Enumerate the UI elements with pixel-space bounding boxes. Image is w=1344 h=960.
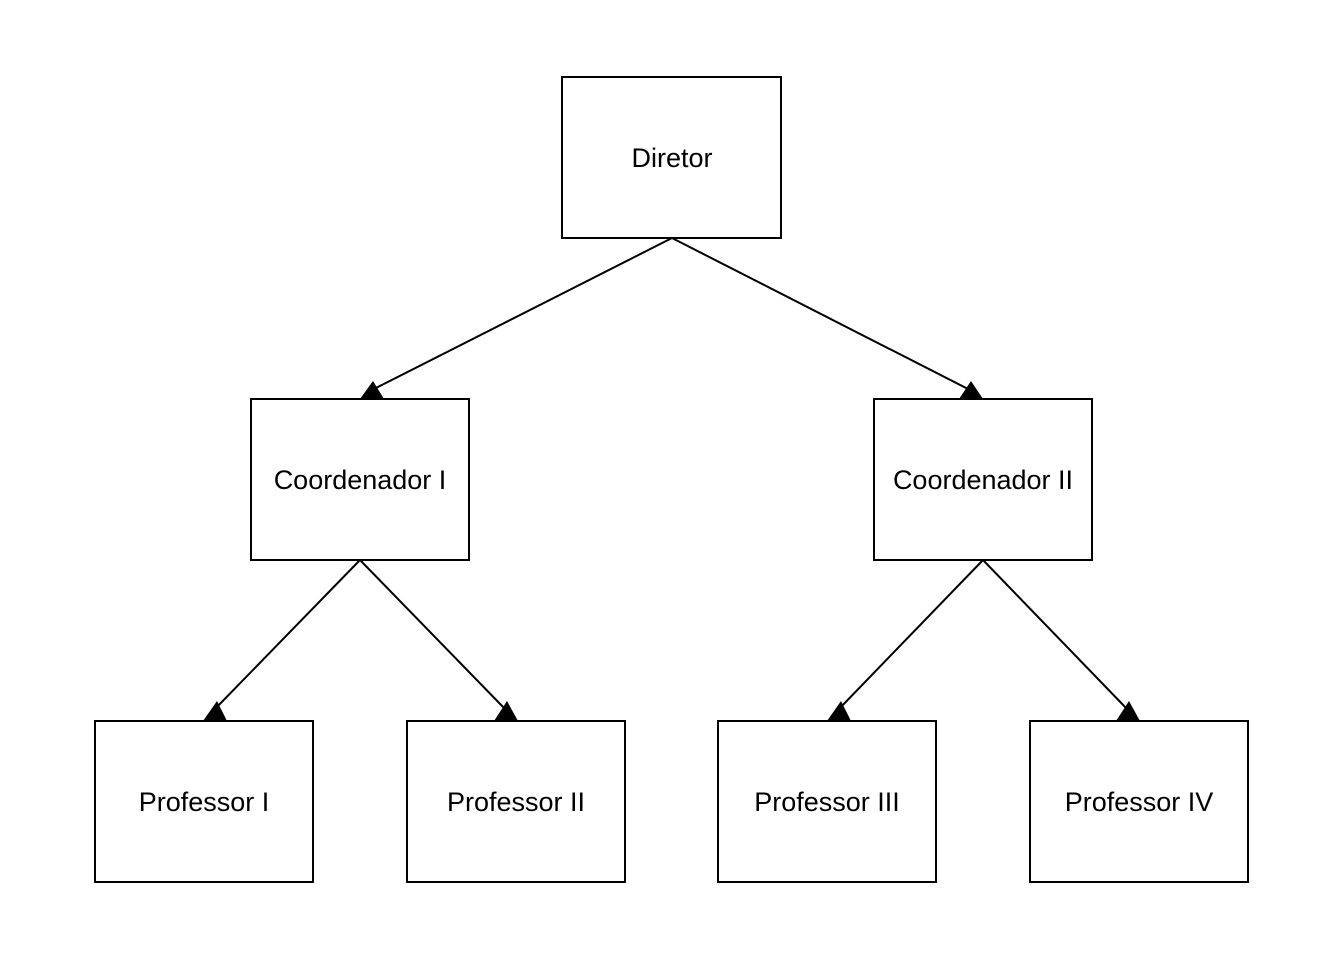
arrowhead-icon [203, 701, 227, 721]
node-box [717, 720, 937, 883]
node-box [406, 720, 626, 883]
node-box [873, 398, 1093, 561]
arrowhead-icon [494, 701, 518, 721]
node-label-professor-4: Professor IV [1065, 787, 1214, 817]
edge-coordenador-1-professor-2 [359, 559, 518, 721]
node-box [94, 720, 314, 883]
arrowhead-icon [360, 381, 384, 399]
arrowhead-icon [959, 381, 983, 399]
edge-diretor-coordenador-1 [360, 237, 673, 399]
node-professor-1: Professor I [94, 720, 314, 883]
edge-coordenador-1-professor-1 [203, 559, 361, 721]
node-diretor: Diretor [561, 76, 782, 239]
node-label-coordenador-2: Coordenador II [893, 465, 1073, 495]
node-label-professor-3: Professor III [754, 787, 900, 817]
edge-coordenador-2-professor-3 [827, 559, 984, 721]
node-label-professor-1: Professor I [139, 787, 270, 817]
edge-diretor-coordenador-2 [671, 237, 983, 399]
node-box [1029, 720, 1249, 883]
edge-coordenador-2-professor-4 [982, 559, 1140, 721]
node-box [561, 76, 782, 239]
edges [203, 237, 1140, 721]
node-professor-3: Professor III [717, 720, 937, 883]
node-professor-4: Professor IV [1029, 720, 1249, 883]
node-box [250, 398, 470, 561]
arrowhead-icon [1116, 701, 1140, 721]
node-label-coordenador-1: Coordenador I [274, 465, 447, 495]
node-label-professor-2: Professor II [447, 787, 585, 817]
arrowhead-icon [827, 701, 851, 721]
node-coordenador-2: Coordenador II [873, 398, 1093, 561]
node-coordenador-1: Coordenador I [250, 398, 470, 561]
node-label-diretor: Diretor [631, 143, 712, 173]
node-professor-2: Professor II [406, 720, 626, 883]
